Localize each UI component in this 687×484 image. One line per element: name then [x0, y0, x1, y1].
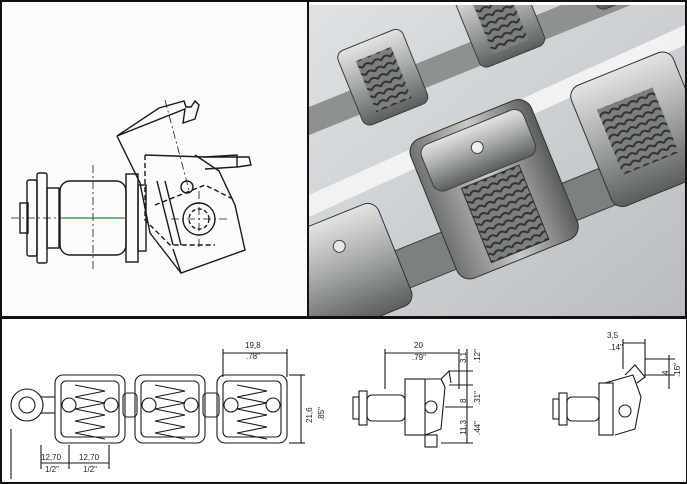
section-drawing: [11, 99, 252, 274]
tilted-width-mm: 3,5: [607, 331, 619, 340]
tilted-width-in: .14": [609, 343, 623, 352]
side-mid-mm: 8: [459, 398, 468, 403]
side-top-mm: 3,1: [459, 351, 468, 363]
side-low-in: .44": [473, 421, 482, 435]
side-mid-in: .31": [473, 391, 482, 405]
chain-photo-render: [309, 5, 685, 316]
chain-width-in: .78": [246, 352, 260, 361]
side-width-in: .79": [412, 353, 426, 362]
dimension-lines: [10, 339, 675, 479]
product-photo: [309, 5, 685, 316]
pitch1-mm: 12,70: [41, 453, 62, 462]
chain-height-mm: 21,6: [305, 407, 314, 423]
horizontal-divider: [2, 316, 687, 319]
vertical-divider: [307, 2, 309, 316]
pitch2-mm: 12,70: [79, 453, 100, 462]
side-width-mm: 20: [414, 341, 423, 350]
chain-width-mm: 19,8: [245, 341, 261, 350]
tilted-height-mm: 4: [661, 370, 670, 375]
tilted-height-in: .16": [673, 363, 682, 377]
chain-height-in: .85": [317, 407, 326, 421]
pitch1-in: 1/2": [45, 465, 59, 474]
dimension-drawings: 19,8 .78" 21,6 .85" 12,70 1/2" 12,70 1/2…: [5, 319, 686, 482]
pitch2-in: 1/2": [83, 465, 97, 474]
side-top-in: .12": [473, 349, 482, 363]
section-drawing-panel: [5, 5, 307, 316]
side-low-mm: 11,3: [459, 420, 468, 435]
